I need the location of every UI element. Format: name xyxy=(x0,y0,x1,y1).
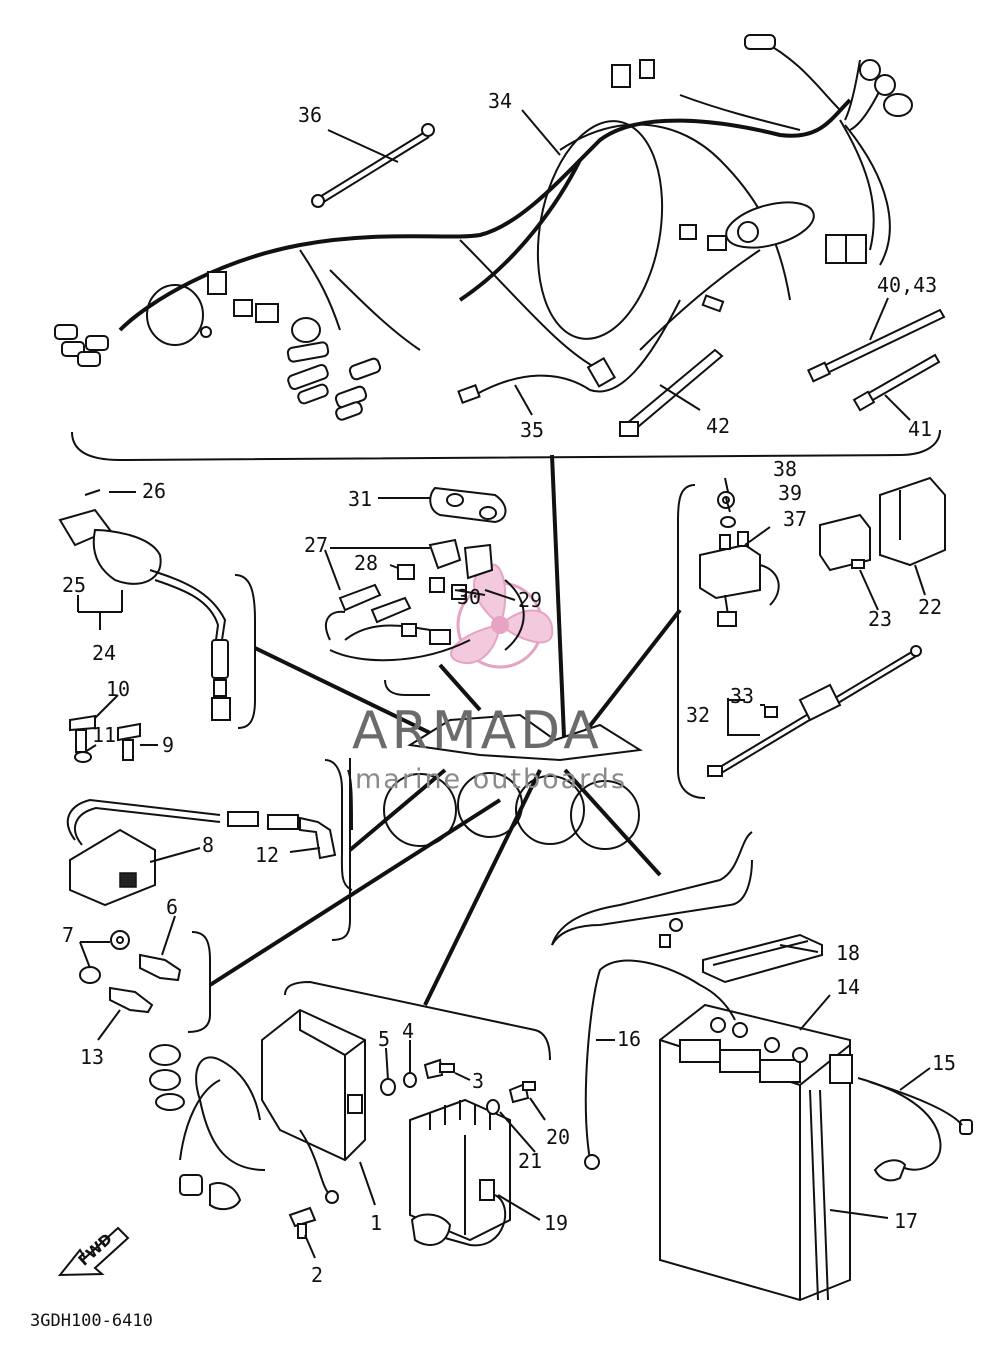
label-39: 39 xyxy=(778,481,802,505)
label-19: 19 xyxy=(544,1211,568,1235)
label-15: 15 xyxy=(932,1051,956,1075)
label-40-43: 40,43 xyxy=(877,273,937,297)
starter-relay-group xyxy=(677,476,946,799)
leader-lines xyxy=(208,454,682,1006)
rectifier-group xyxy=(409,1081,536,1247)
label-26: 26 xyxy=(142,479,166,503)
label-16: 16 xyxy=(617,1027,641,1051)
watermark-logo xyxy=(450,563,554,669)
cable-band-41 xyxy=(852,353,941,412)
stop-switch-assembly xyxy=(58,489,256,729)
label-34: 34 xyxy=(488,89,512,113)
label-42: 42 xyxy=(706,414,730,438)
label-9: 9 xyxy=(162,733,174,757)
label-13: 13 xyxy=(80,1045,104,1069)
fwd-arrow-icon: FWD xyxy=(57,1226,130,1277)
ground-lead-36 xyxy=(311,123,435,208)
group-brace-battery xyxy=(551,831,753,946)
label-8: 8 xyxy=(202,833,214,857)
group-brace-top xyxy=(71,429,941,462)
label-11: 11 xyxy=(92,723,116,747)
cdi-unit-group xyxy=(149,980,551,1239)
label-41: 41 xyxy=(908,417,932,441)
label-5: 5 xyxy=(378,1027,390,1051)
label-12: 12 xyxy=(255,843,279,867)
label-18: 18 xyxy=(836,941,860,965)
label-23: 23 xyxy=(868,607,892,631)
watermark-brand: ARMADA xyxy=(352,701,603,761)
label-22: 22 xyxy=(918,595,942,619)
ignition-coil-group xyxy=(66,758,353,941)
label-33: 33 xyxy=(730,684,754,708)
label-36: 36 xyxy=(298,103,322,127)
label-28: 28 xyxy=(354,551,378,575)
switches-6-7-13 xyxy=(79,930,211,1033)
bolts-9-10-11 xyxy=(69,714,141,763)
part-labels: 36 34 35 42 41 40,43 26 25 24 31 27 28 3… xyxy=(62,89,956,1287)
switch-assembly-27-31 xyxy=(325,486,525,696)
cable-band-40 xyxy=(806,308,946,383)
label-24: 24 xyxy=(92,641,116,665)
label-35: 35 xyxy=(520,418,544,442)
label-4: 4 xyxy=(402,1019,414,1043)
label-29: 29 xyxy=(518,588,542,612)
cable-band-42 xyxy=(619,348,724,437)
label-17: 17 xyxy=(894,1209,918,1233)
engine-silhouette xyxy=(383,713,643,850)
battery-group xyxy=(551,859,973,1302)
label-14: 14 xyxy=(836,975,860,999)
label-31: 31 xyxy=(348,487,372,511)
drawing-code: 3GDH100-6410 xyxy=(30,1311,153,1331)
label-2: 2 xyxy=(311,1263,323,1287)
label-20: 20 xyxy=(546,1125,570,1149)
label-37: 37 xyxy=(783,507,807,531)
label-38: 38 xyxy=(773,457,797,481)
label-1: 1 xyxy=(370,1211,382,1235)
label-10: 10 xyxy=(106,677,130,701)
label-32: 32 xyxy=(686,703,710,727)
label-27: 27 xyxy=(304,533,328,557)
wire-harness xyxy=(54,34,913,421)
label-7: 7 xyxy=(62,923,74,947)
label-21: 21 xyxy=(518,1149,542,1173)
watermark-tagline: marine outboards xyxy=(355,764,627,795)
callout-leaders xyxy=(77,109,931,1259)
label-6: 6 xyxy=(166,895,178,919)
label-3: 3 xyxy=(472,1069,484,1093)
label-25: 25 xyxy=(62,573,86,597)
label-30: 30 xyxy=(457,585,481,609)
lead-wire-35 xyxy=(457,299,681,404)
